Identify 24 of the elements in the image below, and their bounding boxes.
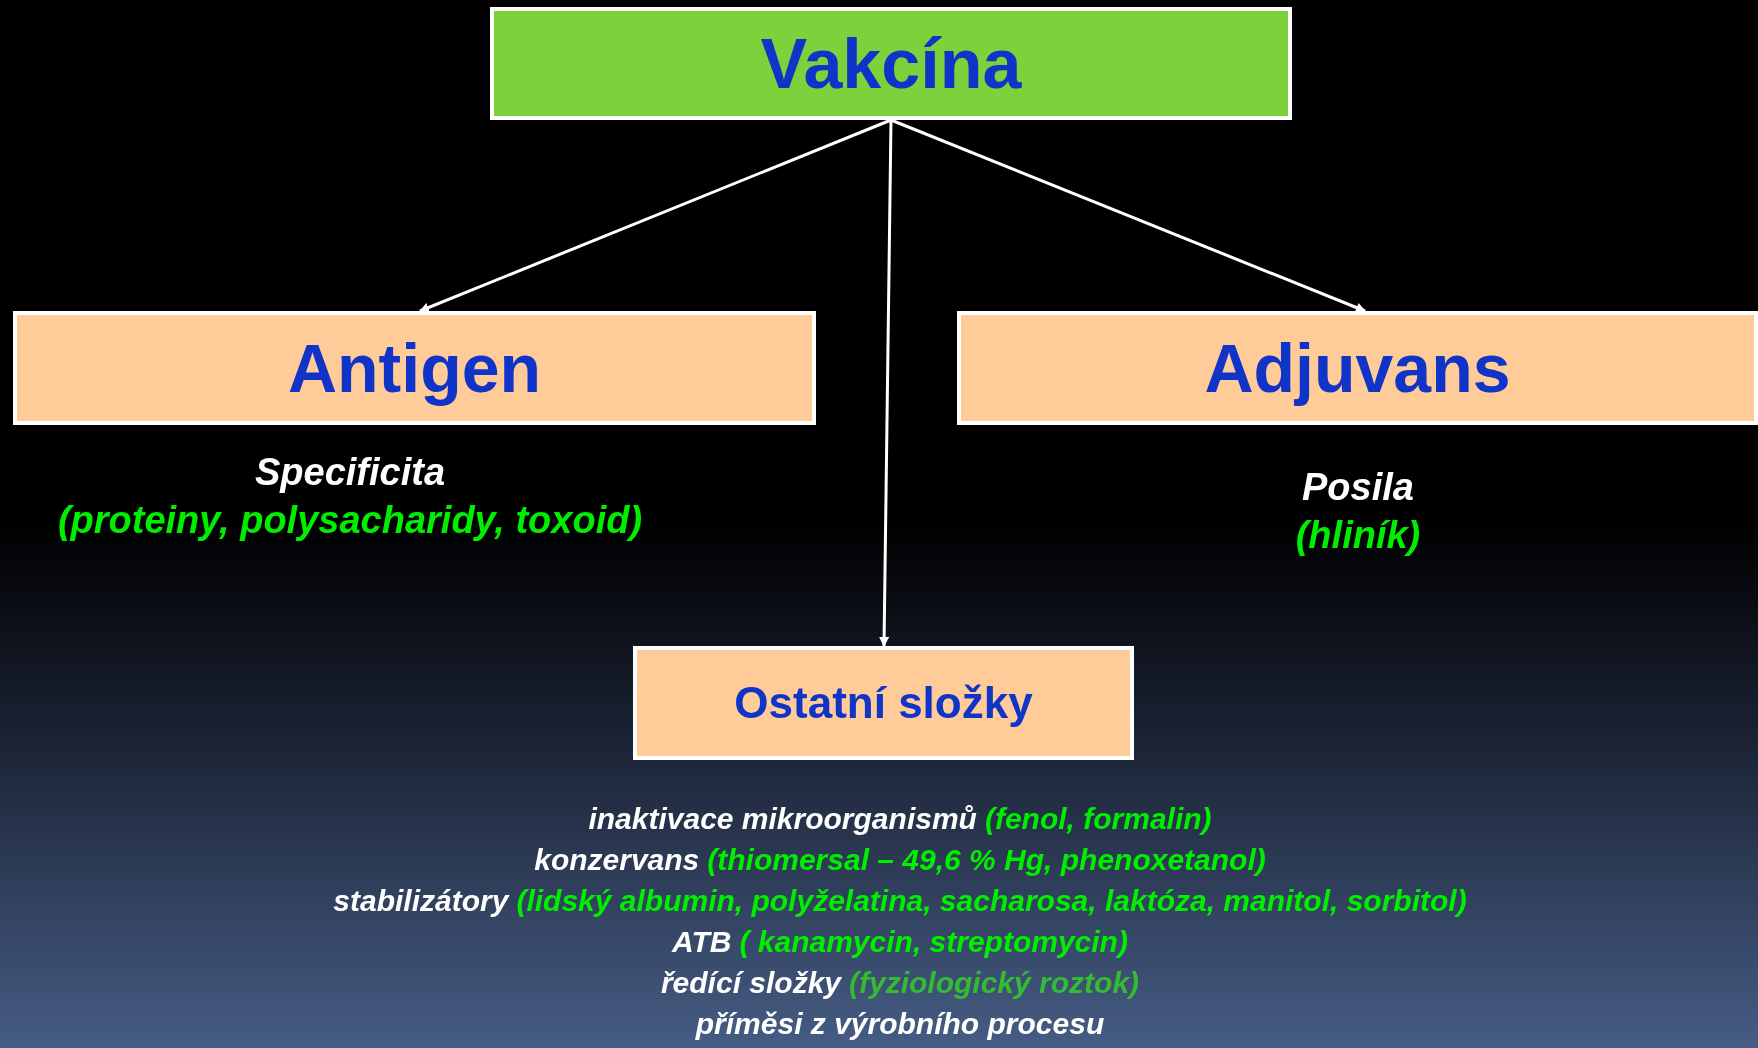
box-title: Ostatní složky xyxy=(734,681,1033,725)
arrow xyxy=(879,120,893,647)
component-box xyxy=(490,7,1292,120)
component-note: (thiomersal – 49,6 % Hg, phenoxetanol) xyxy=(707,841,1266,878)
description-text: (hliník) xyxy=(1295,513,1421,558)
arrow xyxy=(419,118,892,313)
component-note: ředící složky xyxy=(660,964,842,1001)
description-text: Posila xyxy=(1302,465,1414,510)
component-note: (fyziologický roztok) xyxy=(849,964,1140,1001)
arrow xyxy=(890,118,1366,313)
component-box xyxy=(633,646,1134,760)
description-text: Specificita xyxy=(254,450,446,495)
component-note: inaktivace mikroorganismů xyxy=(588,800,977,837)
component-box xyxy=(13,311,816,425)
description-text: (proteiny, polysacharidy, toxoid) xyxy=(57,498,643,543)
component-note: (lidský albumin, polyželatina, sacharosa, laktóza, manitol, sorbitol) xyxy=(516,882,1467,919)
component-note: (fenol, formalin) xyxy=(984,800,1212,837)
component-box xyxy=(957,311,1758,425)
component-note: ( kanamycin, streptomycin) xyxy=(739,923,1128,960)
component-note: konzervans xyxy=(534,841,700,878)
component-note: ATB xyxy=(672,923,732,960)
component-note: příměsi z výrobního procesu xyxy=(695,1005,1105,1042)
component-note: stabilizátory xyxy=(333,882,509,919)
box-title: Vakcína xyxy=(760,28,1022,99)
